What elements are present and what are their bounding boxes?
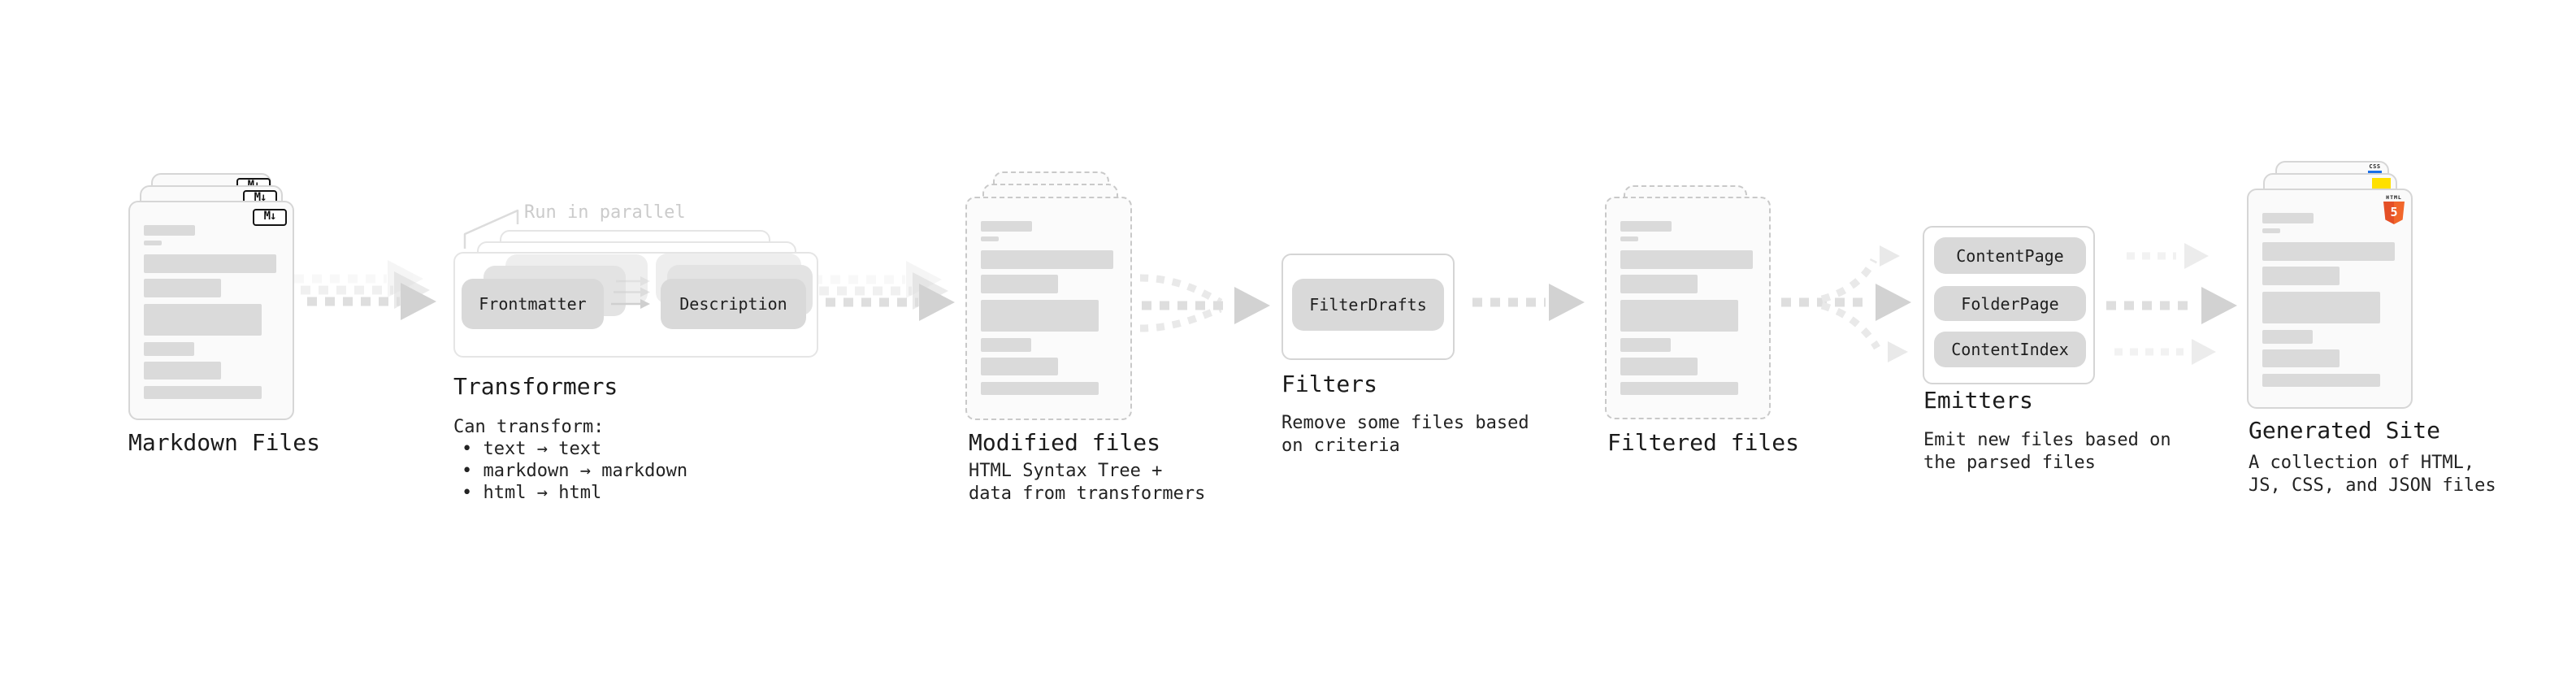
placeholder-bar bbox=[1620, 221, 1672, 232]
css-underline bbox=[2368, 171, 2382, 174]
filtered-file-card-front bbox=[1605, 197, 1771, 419]
can-transform-title: Can transform: bbox=[453, 417, 605, 437]
filter-chip-filterdrafts: FilterDrafts bbox=[1292, 279, 1444, 331]
arrow-emitters-to-generated bbox=[2106, 243, 2237, 365]
document-content-placeholder bbox=[130, 202, 293, 419]
description-line: A collection of HTML, bbox=[2249, 453, 2475, 473]
stage-label-generated-site: Generated Site bbox=[2249, 417, 2441, 444]
transformer-chip-description: Description bbox=[661, 279, 806, 329]
document-content-placeholder bbox=[1607, 198, 1769, 418]
stage-label-transformers: Transformers bbox=[453, 373, 618, 400]
transformer-chip-arrows bbox=[611, 276, 650, 309]
emitter-chip-folderpage: FolderPage bbox=[1934, 286, 2086, 321]
placeholder-bar bbox=[981, 250, 1113, 269]
placeholder-bar bbox=[1620, 382, 1738, 395]
placeholder-bar bbox=[2262, 330, 2313, 344]
placeholder-bar bbox=[2262, 242, 2395, 261]
placeholder-bar bbox=[2262, 349, 2340, 367]
description-line: Emit new files based on bbox=[1923, 430, 2171, 450]
arrow-filtered-to-emitters bbox=[1781, 245, 1911, 362]
html-file-card-front: HTML 5 bbox=[2247, 189, 2413, 409]
transformers-description: Can transform: text → text markdown → ma… bbox=[453, 416, 687, 504]
placeholder-bar bbox=[1620, 358, 1698, 375]
placeholder-bar bbox=[981, 236, 999, 241]
description-line: the parsed files bbox=[1923, 453, 2096, 473]
css-label: CSS bbox=[2369, 163, 2381, 170]
js-file-icon bbox=[2372, 178, 2391, 189]
placeholder-bar bbox=[1620, 275, 1698, 293]
placeholder-bar bbox=[2262, 292, 2380, 323]
modified-files-description: HTML Syntax Tree + data from transformer… bbox=[969, 460, 1205, 505]
description-line: JS, CSS, and JSON files bbox=[2249, 475, 2496, 496]
filters-box: FilterDrafts bbox=[1281, 254, 1455, 360]
html5-wordmark: HTML bbox=[2386, 194, 2402, 201]
stage-label-markdown-files: Markdown Files bbox=[128, 429, 321, 456]
transform-bullet: markdown → markdown bbox=[453, 460, 688, 482]
placeholder-bar bbox=[144, 304, 262, 336]
placeholder-bar bbox=[981, 358, 1058, 375]
stage-label-filters: Filters bbox=[1281, 371, 1378, 397]
html5-shield: 5 bbox=[2383, 202, 2405, 224]
placeholder-bar bbox=[144, 241, 162, 245]
modified-file-card-front bbox=[965, 197, 1132, 420]
generated-site-description: A collection of HTML, JS, CSS, and JSON … bbox=[2249, 452, 2496, 497]
arrow-modified-to-filters bbox=[1139, 274, 1270, 332]
placeholder-bar bbox=[144, 362, 221, 380]
emitters-box: ContentPage FolderPage ContentIndex bbox=[1923, 226, 2095, 384]
placeholder-bar bbox=[981, 221, 1032, 232]
stage-label-filtered-files: Filtered files bbox=[1607, 429, 1800, 456]
transformers-graphic: Run in parallel Frontmatter Description bbox=[453, 201, 818, 358]
run-in-parallel-note: Run in parallel bbox=[524, 202, 686, 223]
placeholder-bar bbox=[2262, 267, 2340, 285]
transform-bullet: html → html bbox=[453, 482, 687, 504]
placeholder-bar bbox=[2262, 374, 2380, 387]
html5-logo-icon: HTML 5 bbox=[2383, 194, 2405, 224]
filtered-files-stack bbox=[1605, 185, 1771, 420]
markdown-file-card-front: M↓ bbox=[128, 201, 294, 420]
document-content-placeholder bbox=[2249, 190, 2411, 407]
placeholder-bar bbox=[1620, 300, 1738, 332]
placeholder-bar bbox=[1620, 338, 1671, 352]
placeholder-bar bbox=[2262, 213, 2314, 223]
placeholder-bar bbox=[981, 300, 1099, 332]
emitter-chip-contentindex: ContentIndex bbox=[1934, 332, 2086, 367]
markdown-files-stack: M↓ M↓ M↓ bbox=[128, 173, 294, 420]
document-content-placeholder bbox=[967, 198, 1130, 419]
filters-description: Remove some files based on criteria bbox=[1281, 412, 1529, 458]
placeholder-bar bbox=[144, 279, 221, 297]
css-file-icon: CSS bbox=[2368, 164, 2382, 174]
description-line: HTML Syntax Tree + bbox=[969, 461, 1163, 481]
placeholder-bar bbox=[981, 275, 1058, 293]
description-line: on criteria bbox=[1281, 436, 1400, 456]
description-line: Remove some files based bbox=[1281, 413, 1529, 433]
placeholder-bar bbox=[144, 254, 276, 273]
transform-bullet: text → text bbox=[453, 438, 687, 460]
stage-label-emitters: Emitters bbox=[1923, 387, 2033, 414]
placeholder-bar bbox=[1620, 250, 1753, 269]
description-line: data from transformers bbox=[969, 484, 1206, 504]
emitter-chip-contentpage: ContentPage bbox=[1934, 237, 2086, 274]
placeholder-bar bbox=[144, 225, 195, 236]
generated-site-stack: CSS HTML 5 bbox=[2247, 161, 2413, 409]
emitters-description: Emit new files based on the parsed files bbox=[1923, 429, 2171, 475]
modified-files-stack bbox=[965, 171, 1132, 420]
transformer-chip-frontmatter: Frontmatter bbox=[462, 279, 604, 329]
placeholder-bar bbox=[144, 386, 262, 399]
placeholder-bar bbox=[1620, 236, 1638, 241]
placeholder-bar bbox=[981, 338, 1031, 352]
stage-label-modified-files: Modified files bbox=[969, 429, 1161, 456]
placeholder-bar bbox=[144, 342, 194, 356]
placeholder-bar bbox=[981, 382, 1099, 395]
placeholder-bar bbox=[2262, 228, 2280, 233]
run-in-parallel-leader-line bbox=[463, 209, 519, 249]
markdown-badge-icon: M↓ bbox=[253, 209, 287, 226]
arrow-filters-to-filtered bbox=[1472, 284, 1585, 321]
